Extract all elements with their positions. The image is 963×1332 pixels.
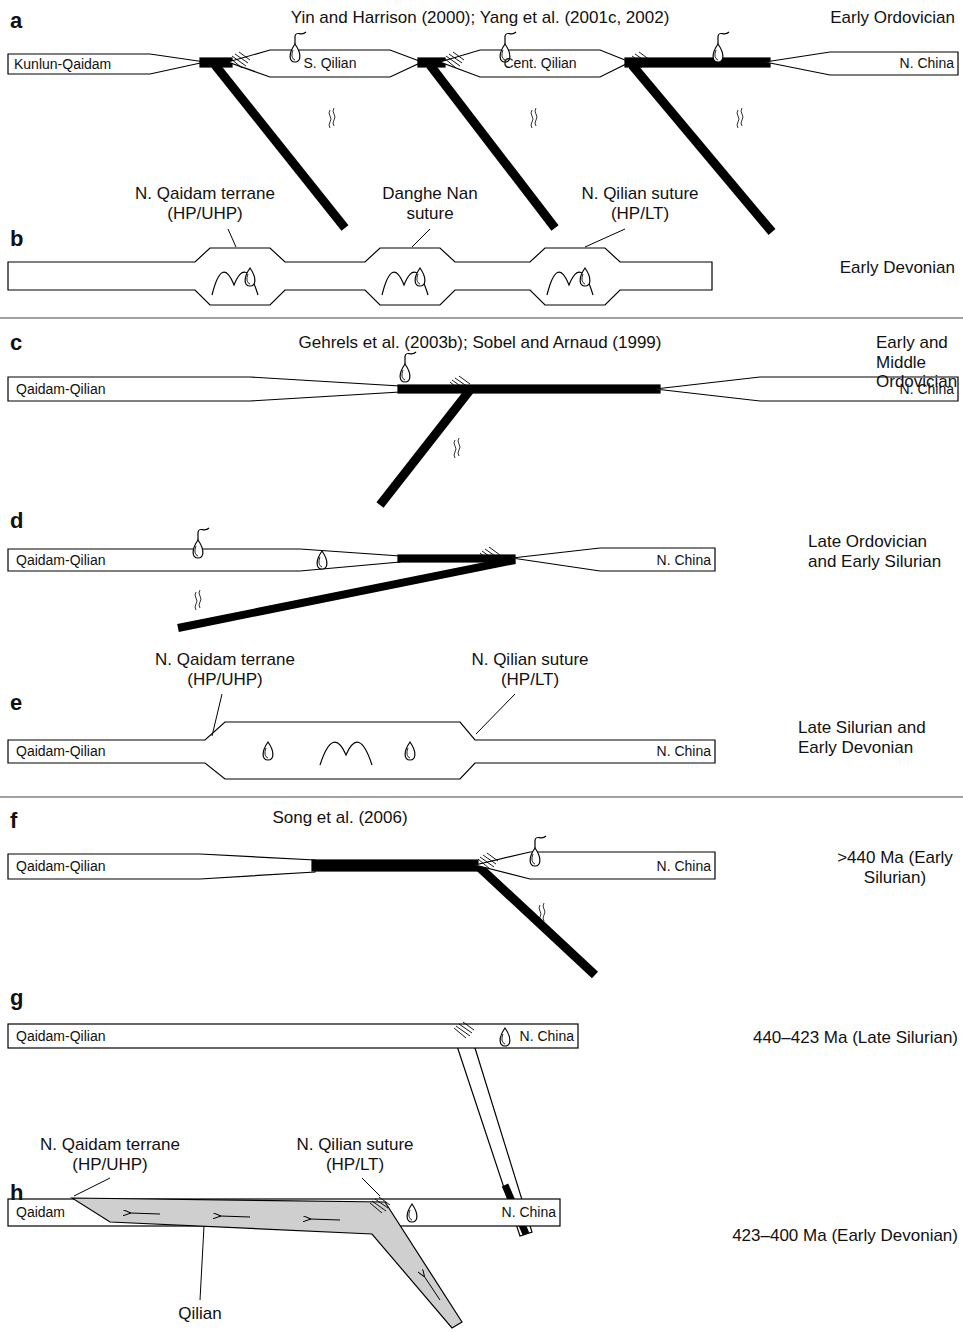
panel-letter: e bbox=[10, 690, 22, 715]
age-label: >440 Ma (Early Silurian) bbox=[830, 848, 960, 887]
plate-name: N. China bbox=[900, 55, 954, 71]
citation: Song et al. (2006) bbox=[190, 808, 490, 828]
age-label: Early Devonian bbox=[840, 258, 955, 278]
plate-name: Qaidam bbox=[16, 1204, 65, 1220]
plate-name: N. China bbox=[502, 1204, 556, 1220]
plate-name: Kunlun-Qaidam bbox=[14, 56, 111, 72]
plate-name: Qaidam-Qilian bbox=[16, 858, 105, 874]
age-label: Late Silurian and Early Devonian bbox=[798, 718, 960, 757]
plate-name: Qaidam-Qilian bbox=[16, 743, 105, 759]
age-label: 440–423 Ma (Late Silurian) bbox=[753, 1028, 958, 1048]
structure-label: N. Qaidam terrane (HP/UHP) bbox=[10, 1135, 210, 1174]
structure-label: N. Qaidam terrane (HP/UHP) bbox=[125, 650, 325, 689]
age-label: Early Ordovician bbox=[830, 8, 955, 28]
age-label: 423–400 Ma (Early Devonian) bbox=[732, 1226, 958, 1246]
plate-name: Qaidam-Qilian bbox=[16, 1028, 105, 1044]
plate-name: S. Qilian bbox=[230, 55, 430, 71]
plate-name: N. China bbox=[520, 1028, 574, 1044]
panel-letter: b bbox=[10, 226, 23, 251]
citation: Yin and Harrison (2000); Yang et al. (20… bbox=[220, 8, 740, 28]
plate-name: Qaidam-Qilian bbox=[16, 381, 105, 397]
structure-label: Danghe Nan suture bbox=[374, 184, 486, 223]
plate-name: Qaidam-Qilian bbox=[16, 552, 105, 568]
age-label: Late Ordovician and Early Silurian bbox=[808, 532, 960, 571]
plate-name: N. China bbox=[657, 858, 711, 874]
panel-letter: f bbox=[10, 808, 17, 833]
plate-name: N. China bbox=[657, 552, 711, 568]
plate-name: N. China bbox=[657, 743, 711, 759]
citation: Gehrels et al. (2003b); Sobel and Arnaud… bbox=[220, 333, 740, 353]
panel-letter: d bbox=[10, 508, 23, 533]
plate-name: N. China bbox=[900, 381, 954, 397]
structure-label: N. Qilian suture (HP/LT) bbox=[275, 1135, 435, 1174]
panel-letter: g bbox=[10, 985, 23, 1010]
structure-label: Qilian bbox=[160, 1304, 240, 1324]
plate-name: Cent. Qilian bbox=[440, 55, 640, 71]
structure-label: N. Qilian suture (HP/LT) bbox=[560, 184, 720, 223]
panel-letter: a bbox=[10, 8, 22, 33]
structure-label: N. Qaidam terrane (HP/UHP) bbox=[105, 184, 305, 223]
panel-letter: h bbox=[10, 1180, 23, 1205]
structure-label: N. Qilian suture (HP/LT) bbox=[450, 650, 610, 689]
panel-letter: c bbox=[10, 330, 22, 355]
